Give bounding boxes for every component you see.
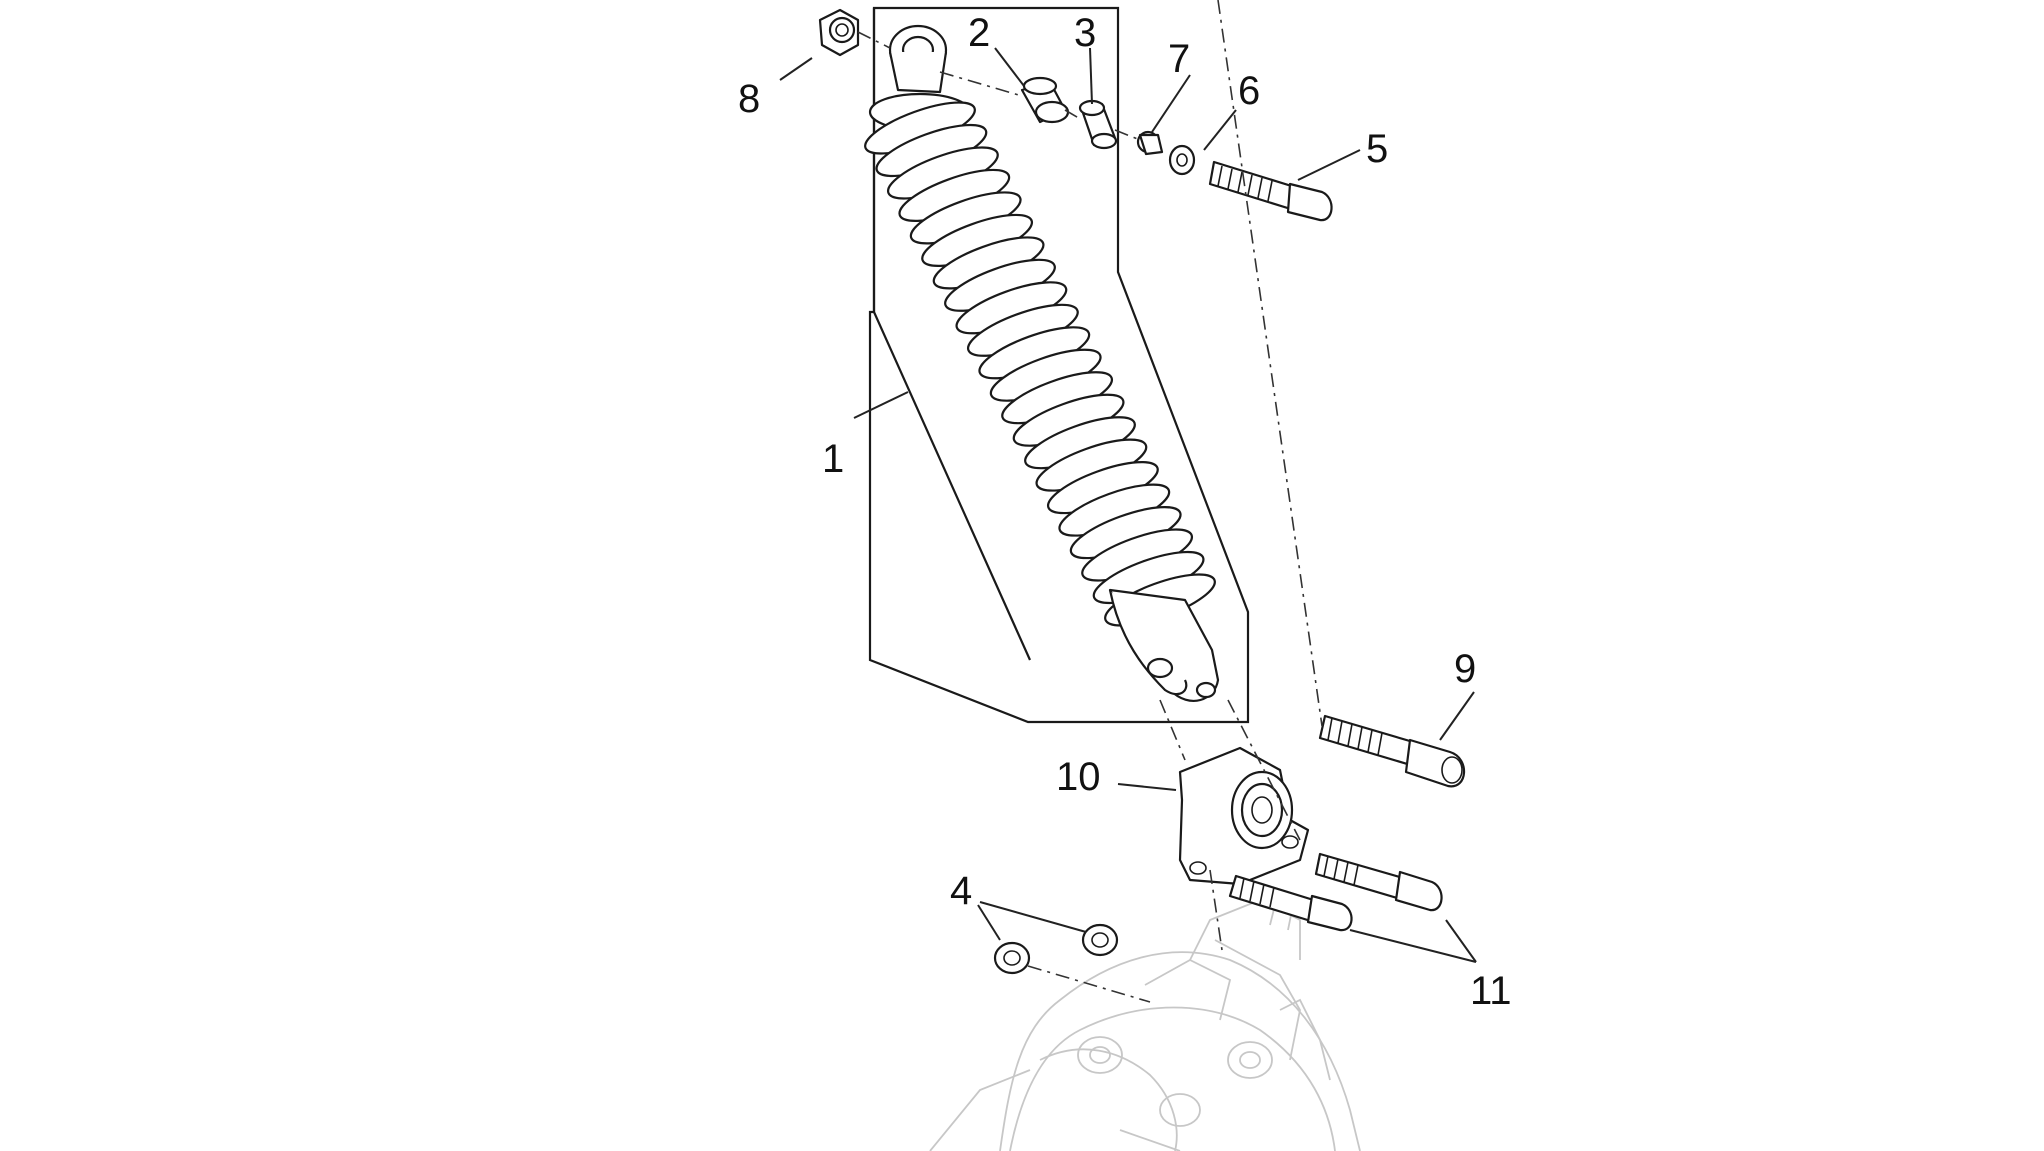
- spring-coils: [864, 101, 1216, 627]
- callout-6: 6: [1238, 69, 1260, 113]
- assembly-frame: [868, 6, 1250, 724]
- part-10-bracket: [1178, 746, 1310, 886]
- callout-8: 8: [738, 77, 760, 121]
- callout-9: 9: [1454, 647, 1476, 691]
- callout-3: 3: [1074, 11, 1096, 55]
- callout-1: 1: [822, 437, 844, 481]
- dash-8-to-eye: [857, 31, 891, 49]
- callout-11: 11: [1470, 969, 1512, 1013]
- dash-9-axis: [1217, 0, 1323, 727]
- dash-4-axis: [1027, 965, 1151, 1003]
- callout-4: 4: [950, 869, 972, 913]
- dash-bracket-3: [1209, 869, 1223, 951]
- part-5-bolt: [1208, 160, 1333, 222]
- part-11-bolt-b: [1228, 874, 1353, 932]
- dash-top-axis-2: [1064, 109, 1083, 121]
- part-8-cap-nut: [818, 8, 860, 57]
- part-3-spacer: [1078, 99, 1118, 150]
- part-4-grommet-a: [993, 941, 1031, 975]
- part-2-bushing: [1020, 76, 1070, 124]
- callout-2: 2: [968, 11, 990, 55]
- dash-top-axis-3: [1114, 129, 1141, 141]
- engine-casing-ghost: [929, 899, 1361, 1151]
- part-11-bolt-a: [1314, 852, 1443, 912]
- dash-bracket-2: [1227, 699, 1301, 841]
- callout-10: 10: [1056, 755, 1101, 799]
- dash-top-axis: [939, 71, 1023, 97]
- leader-lines: [779, 47, 1477, 963]
- shock-absorber: [864, 24, 1220, 702]
- part-9-bolt: [1318, 714, 1466, 788]
- callout-7: 7: [1168, 37, 1190, 81]
- dash-bracket-1: [1159, 699, 1186, 761]
- part-4-grommet-b: [1081, 923, 1119, 957]
- callout-5: 5: [1366, 127, 1388, 171]
- part-6-washer: [1168, 144, 1196, 176]
- part-7-sleeve: [1136, 130, 1164, 156]
